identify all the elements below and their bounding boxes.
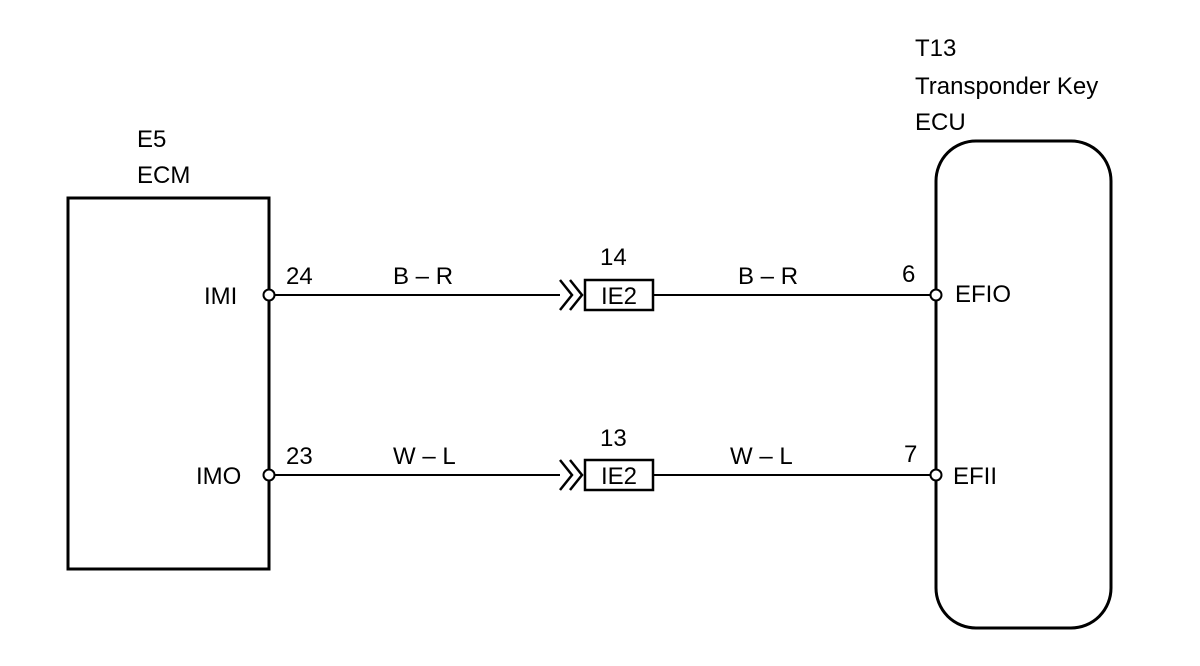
connector-box	[583, 278, 655, 312]
ecu-pin-number-6: 6	[902, 261, 915, 288]
transponder-ecu-component: T13 Transponder Key ECU	[915, 35, 1113, 630]
connector-chevron-icon	[559, 279, 574, 311]
ecm-pin-name-imo: IMO	[196, 463, 241, 490]
connector-pin-number: 14	[600, 244, 627, 271]
wire-color-left: W – L	[393, 443, 456, 470]
inline-connector-ie2-13: IE2 13	[559, 425, 655, 492]
ecm-code: E5	[137, 126, 166, 153]
transponder-code: T13	[915, 35, 956, 62]
inline-connector-ie2-14: IE2 14	[559, 244, 655, 312]
wire-color-right: W – L	[730, 443, 793, 470]
connector-chevron-icon	[559, 459, 574, 491]
connector-box	[583, 458, 655, 492]
ecm-component: E5 ECM	[66, 126, 271, 571]
ecm-name: ECM	[137, 162, 190, 189]
transponder-name-line1: Transponder Key	[915, 73, 1098, 100]
connector-chevron-icon	[569, 459, 584, 491]
connector-name: IE2	[601, 463, 637, 490]
ecm-terminal-imo	[262, 468, 276, 482]
transponder-name-line2: ECU	[915, 109, 966, 136]
connector-name: IE2	[601, 283, 637, 310]
ecu-terminal-efii	[929, 468, 943, 482]
ecu-pin-name-efii: EFII	[953, 463, 997, 490]
wire-color-left: B – R	[393, 263, 453, 290]
ecm-pin-name-imi: IMI	[204, 283, 237, 310]
ecu-pin-name-efio: EFIO	[955, 281, 1011, 308]
ecm-pin-number-24: 24	[286, 263, 313, 290]
connector-pin-number: 13	[600, 425, 627, 452]
circuit-imo-efii: IMO 23 W – L IE2 13 W – L 7 EFII	[196, 425, 997, 492]
transponder-box	[934, 139, 1113, 630]
ecu-terminal-efio	[929, 288, 943, 302]
wire-color-right: B – R	[738, 263, 798, 290]
connector-chevron-icon	[569, 279, 584, 311]
ecm-terminal-imi	[262, 288, 276, 302]
circuit-imi-efio: IMI 24 B – R IE2 14 B – R 6 EFIO	[204, 244, 1011, 312]
ecm-box	[66, 196, 271, 571]
ecu-pin-number-7: 7	[904, 441, 917, 468]
ecm-pin-number-23: 23	[286, 443, 313, 470]
